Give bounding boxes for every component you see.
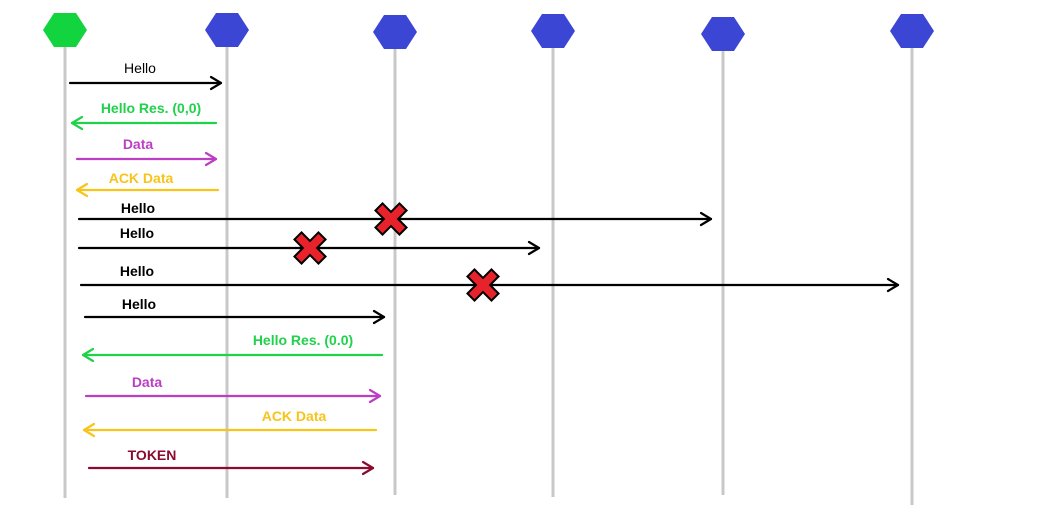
message-label: TOKEN xyxy=(128,447,177,463)
arrowhead-icon xyxy=(372,309,386,325)
message-arrow-1: Hello Res. (0,0) xyxy=(70,100,218,131)
message-arrow-7: Hello xyxy=(83,296,386,325)
message-arrow-10: ACK Data xyxy=(82,408,378,438)
arrowhead-icon xyxy=(699,211,713,227)
arrowhead-icon xyxy=(204,151,218,167)
arrowhead-icon xyxy=(361,460,375,476)
arrowhead-icon xyxy=(81,347,95,363)
failure-markers xyxy=(293,202,500,302)
node-hexagon-5 xyxy=(890,14,934,48)
arrowhead-icon xyxy=(70,115,84,131)
message-arrow-2: Data xyxy=(75,136,218,167)
message-arrow-3: ACK Data xyxy=(75,170,220,198)
node-hexagon-4 xyxy=(701,17,745,51)
message-label: Hello xyxy=(124,60,156,76)
node-hexagon-0 xyxy=(43,13,87,47)
arrowhead-icon xyxy=(75,182,89,198)
message-label: Hello Res. (0.0) xyxy=(253,332,353,348)
node-hexagon-1 xyxy=(205,13,249,47)
message-arrow-0: Hello xyxy=(68,60,223,91)
arrowhead-icon xyxy=(368,388,382,404)
lifelines xyxy=(63,46,914,505)
arrowhead-icon xyxy=(527,240,541,256)
arrowhead-icon xyxy=(82,422,96,438)
message-label: Hello xyxy=(122,296,156,312)
message-label: Hello xyxy=(120,263,154,279)
arrowhead-icon xyxy=(886,277,900,293)
message-label: Hello xyxy=(121,200,155,216)
message-arrow-8: Hello Res. (0.0) xyxy=(81,332,384,363)
message-label: Data xyxy=(132,374,163,390)
nodes xyxy=(43,13,934,51)
message-arrow-9: Data xyxy=(84,374,382,404)
failure-x-icon xyxy=(374,202,408,236)
message-label: ACK Data xyxy=(262,408,327,424)
message-arrow-11: TOKEN xyxy=(87,447,375,476)
message-label: Hello Res. (0,0) xyxy=(101,100,201,116)
message-label: ACK Data xyxy=(109,170,174,186)
failure-x-icon xyxy=(466,268,500,302)
failure-x-icon xyxy=(293,231,327,265)
node-hexagon-3 xyxy=(531,14,575,48)
node-hexagon-2 xyxy=(373,15,417,49)
message-label: Hello xyxy=(120,225,154,241)
message-label: Data xyxy=(123,136,154,152)
arrowhead-icon xyxy=(209,75,223,91)
